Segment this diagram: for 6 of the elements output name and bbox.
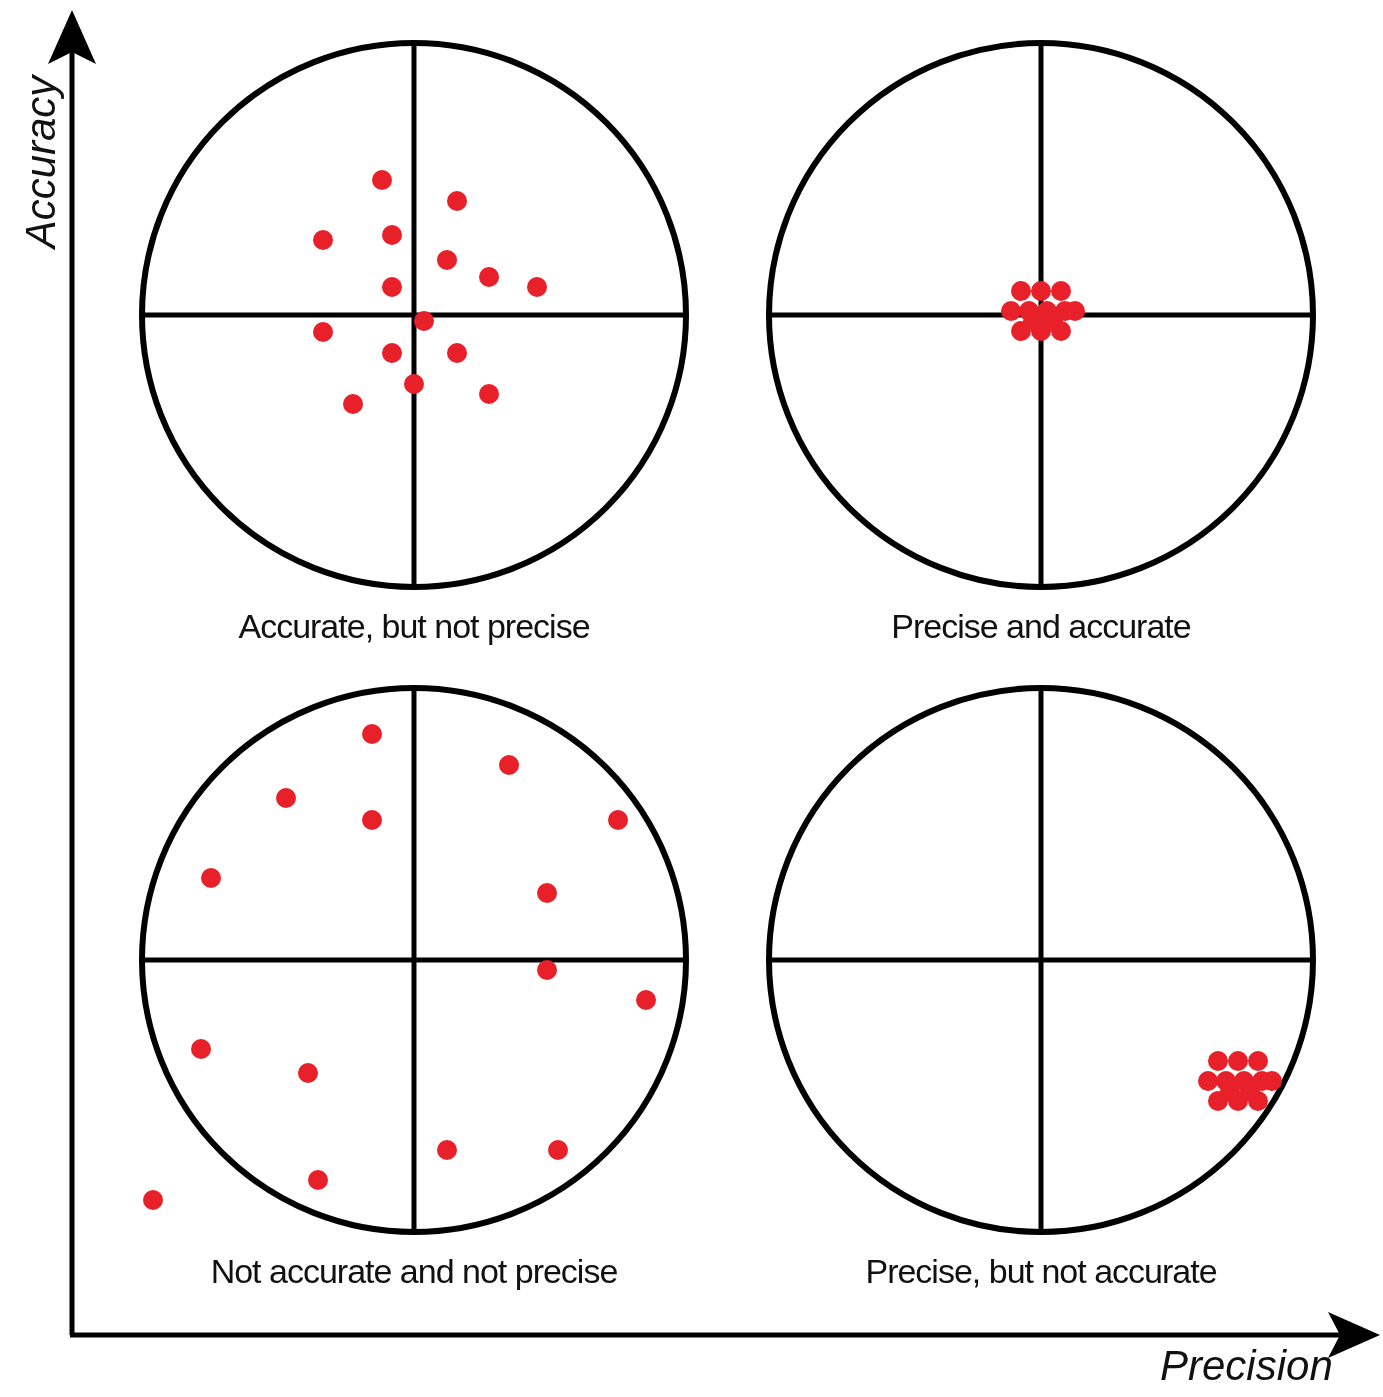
target-caption: Not accurate and not precise bbox=[210, 1252, 618, 1290]
target-caption: Precise and accurate bbox=[891, 607, 1191, 645]
target-caption: Precise, but not accurate bbox=[865, 1252, 1217, 1290]
y-axis-label: Accuracy bbox=[17, 75, 66, 249]
x-axis-label: Precision bbox=[1160, 1342, 1333, 1390]
target-caption: Accurate, but not precise bbox=[238, 607, 590, 645]
